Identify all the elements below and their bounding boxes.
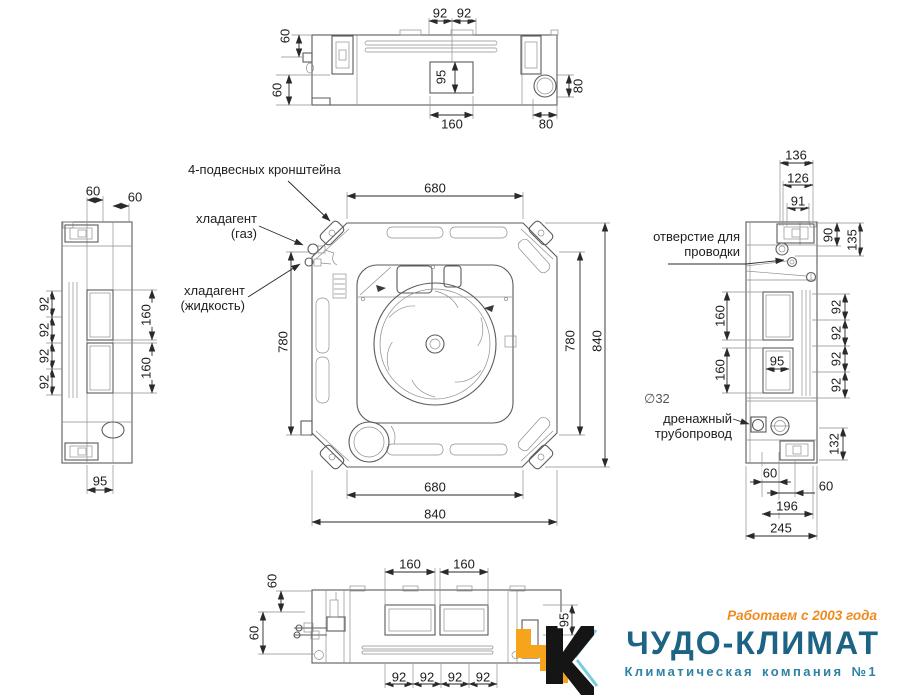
dim-main-680-top: 680 <box>423 180 447 196</box>
dim-right-60-a: 60 <box>761 465 779 481</box>
dim-left-92-a: 92 <box>36 295 52 313</box>
dim-right-132: 132 <box>826 432 842 456</box>
dim-right-90: 90 <box>820 226 836 244</box>
dim-right-160-b: 160 <box>712 358 728 382</box>
dim-main-680-bottom: 680 <box>423 479 447 495</box>
dim-bottom-60-b: 60 <box>246 624 262 642</box>
dim-left-92-d: 92 <box>36 373 52 391</box>
dim-top-92-a: 92 <box>431 5 449 21</box>
dim-bottom-95: 95 <box>556 611 572 629</box>
annotation-refrigerant-gas: хладагент (газ) <box>196 211 257 242</box>
annotation-refrigerant-gas-line2: (газ) <box>230 226 257 242</box>
dim-top-95: 95 <box>433 68 449 86</box>
dim-right-60-b: 60 <box>817 478 835 494</box>
dim-bottom-92-a: 92 <box>390 669 408 685</box>
dim-right-196: 196 <box>775 498 799 514</box>
annotation-wiring-hole: отверстие для проводки <box>653 229 740 260</box>
dim-top-160: 160 <box>440 116 464 132</box>
dim-right-92-b: 92 <box>828 324 844 342</box>
dim-top-60-a: 60 <box>277 27 293 45</box>
dim-right-136: 136 <box>784 147 808 163</box>
dim-main-840-right: 840 <box>589 329 605 353</box>
dim-main-780-left: 780 <box>275 330 291 354</box>
company-logo-icon <box>516 626 599 695</box>
annotation-refrigerant-liquid-line2: (жидкость) <box>180 298 246 314</box>
dim-right-160-a: 160 <box>712 304 728 328</box>
annotation-drain-pipe-line1: дренажный <box>663 411 732 426</box>
right-side-view-drawing <box>668 159 864 540</box>
dim-main-840-bottom: 840 <box>423 506 447 522</box>
logo-tagline: Работаем с 2003 года <box>727 608 877 623</box>
left-side-view-drawing <box>46 196 157 494</box>
dim-main-780-right: 780 <box>562 329 578 353</box>
dim-bottom-60-a: 60 <box>264 572 280 590</box>
annotation-hanging-brackets: 4-подвесных кронштейна <box>188 162 341 177</box>
dim-left-95: 95 <box>91 473 109 489</box>
dim-right-95: 95 <box>768 353 786 369</box>
annotation-drain-diameter: ∅32 <box>644 391 670 406</box>
dim-top-60-b: 60 <box>269 81 285 99</box>
dim-right-91: 91 <box>789 193 807 209</box>
dim-bottom-160-a: 160 <box>398 556 422 572</box>
dim-left-92-b: 92 <box>36 321 52 339</box>
dim-bottom-92-d: 92 <box>474 669 492 685</box>
dim-right-126: 126 <box>786 170 810 186</box>
dim-top-80-b: 80 <box>570 77 586 95</box>
annotation-wiring-hole-line1: отверстие для <box>653 229 740 244</box>
annotation-refrigerant-liquid-line1: хладагент <box>184 283 245 298</box>
dim-left-160-a: 160 <box>138 303 154 327</box>
annotation-drain-pipe: дренажный трубопровод <box>655 411 732 442</box>
dim-right-92-c: 92 <box>828 350 844 368</box>
logo-title: ЧУДО-КЛИМАТ <box>626 625 880 661</box>
plan-view-drawing <box>247 180 610 526</box>
dim-right-135: 135 <box>844 228 860 252</box>
dim-top-80-a: 80 <box>537 116 555 132</box>
annotation-refrigerant-gas-line1: хладагент <box>196 211 257 226</box>
dim-right-92-a: 92 <box>828 298 844 316</box>
dim-bottom-160-b: 160 <box>452 556 476 572</box>
annotation-drain-pipe-line2: трубопровод <box>654 426 732 442</box>
annotation-refrigerant-liquid: хладагент (жидкость) <box>181 283 246 314</box>
dim-right-245: 245 <box>769 520 793 536</box>
dim-bottom-92-b: 92 <box>418 669 436 685</box>
dim-top-92-b: 92 <box>455 5 473 21</box>
annotation-wiring-hole-line2: проводки <box>684 244 740 260</box>
dim-right-92-d: 92 <box>828 376 844 394</box>
dim-left-92-c: 92 <box>36 347 52 365</box>
logo-subtitle: Климатическая компания №1 <box>624 664 878 679</box>
top-view-drawing <box>276 17 574 119</box>
dim-left-60-a: 60 <box>84 183 102 199</box>
dim-bottom-92-c: 92 <box>446 669 464 685</box>
dim-left-160-b: 160 <box>138 356 154 380</box>
dim-left-60-b: 60 <box>126 189 144 205</box>
